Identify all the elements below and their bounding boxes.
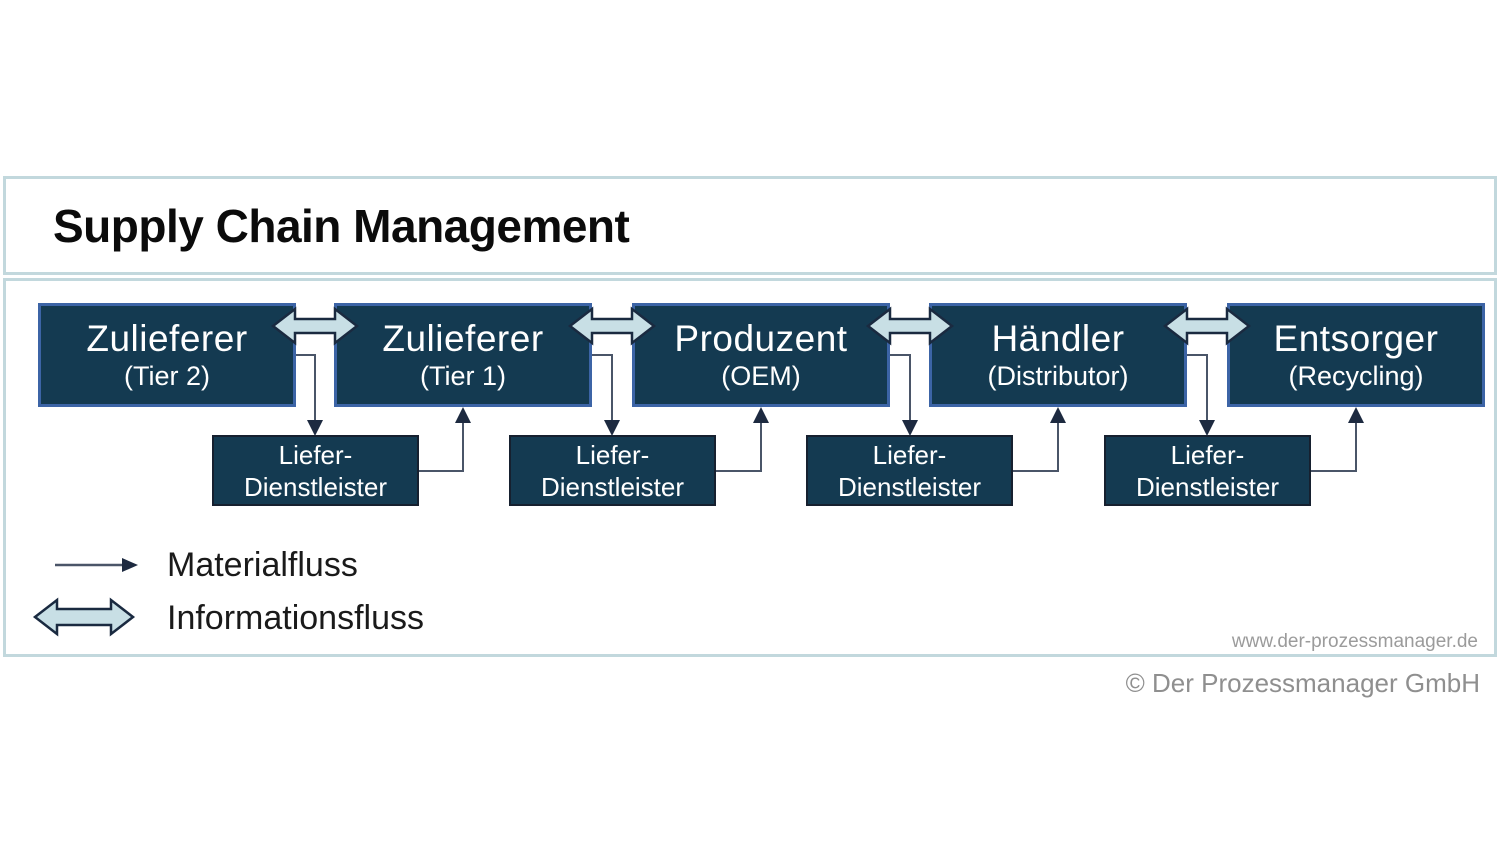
legend-information-label: Informationsfluss [167,599,424,637]
website-url: www.der-prozessmanager.de [1231,631,1478,652]
node-sublabel: (Tier 2) [124,360,210,391]
node-sublabel: (OEM) [721,360,801,391]
chain-node-produzent: Produzent (OEM) [632,303,890,407]
sp-label-line1: Liefer- [872,439,947,470]
service-provider-box-1: Liefer- Dienstleister [212,435,419,506]
sp-label-line2: Dienstleister [243,471,388,502]
node-label: Entsorger [1273,317,1439,359]
sp-label-line1: Liefer- [278,439,353,470]
title-panel: Supply Chain Management [3,176,1497,275]
chain-node-zulieferer-tier2: Zulieferer (Tier 2) [38,303,296,407]
node-sublabel: (Tier 1) [420,360,506,391]
sp-label-line2: Dienstleister [1135,471,1280,502]
sp-label-line1: Liefer- [575,439,650,470]
service-provider-box-3: Liefer- Dienstleister [806,435,1013,506]
sp-label-line1: Liefer- [1170,439,1245,470]
sp-label-line2: Dienstleister [837,471,982,502]
sp-label-line2: Dienstleister [540,471,685,502]
node-sublabel: (Distributor) [987,360,1129,391]
service-provider-box-2: Liefer- Dienstleister [509,435,716,506]
chain-node-entsorger: Entsorger (Recycling) [1227,303,1485,407]
chain-node-haendler: Händler (Distributor) [929,303,1187,407]
page-title: Supply Chain Management [53,199,630,252]
service-provider-box-4: Liefer- Dienstleister [1104,435,1311,506]
node-label: Händler [991,317,1125,359]
node-label: Zulieferer [382,317,544,359]
node-label: Produzent [674,317,848,359]
chain-node-zulieferer-tier1: Zulieferer (Tier 1) [334,303,592,407]
node-sublabel: (Recycling) [1288,360,1424,391]
copyright-text: © Der Prozessmanager GmbH [1125,668,1480,698]
node-label: Zulieferer [86,317,248,359]
legend-material-label: Materialfluss [167,546,358,584]
